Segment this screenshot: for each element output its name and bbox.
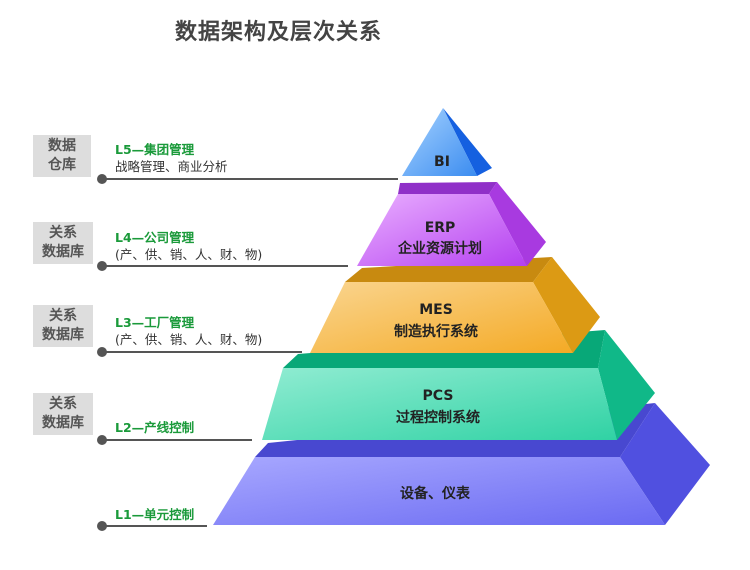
level-label-l4: L4—公司管理 (产、供、销、人、财、物) — [115, 229, 262, 263]
layer-desc: 制造执行系统 — [394, 323, 478, 340]
badge-text: 数据库 — [42, 415, 84, 431]
layer-desc: 过程控制系统 — [396, 409, 480, 426]
level-heading: L1—单元控制 — [115, 507, 195, 522]
layer-desc: 企业资源计划 — [397, 240, 482, 257]
badge-text: 数据库 — [42, 244, 84, 260]
connector-line — [102, 351, 302, 353]
pyramid-layer-bi: BI — [402, 108, 492, 176]
storage-badge-relational: 关系数据库 — [33, 305, 93, 347]
badge-text: 数据库 — [42, 327, 84, 343]
level-label-l2: L2—产线控制 — [115, 419, 194, 436]
level-sub: (产、供、销、人、财、物) — [115, 332, 263, 347]
badge-text: 关系 — [49, 396, 77, 412]
storage-badge-relational: 关系数据库 — [33, 222, 93, 264]
page-title: 数据架构及层次关系 — [175, 20, 383, 45]
layer-name: ERP — [425, 220, 456, 236]
level-label-l1: L1—单元控制 — [115, 506, 194, 523]
layer-name: 设备、仪表 — [400, 485, 471, 502]
connector-line — [102, 178, 398, 180]
level-sub: (产、供、销、人、财、物) — [115, 247, 263, 262]
badge-text: 关系 — [49, 225, 77, 241]
level-sub: 战略管理、商业分析 — [115, 159, 228, 174]
level-heading: L5—集团管理 — [115, 142, 195, 157]
connector-line — [102, 439, 252, 441]
storage-badge-relational: 关系数据库 — [33, 393, 93, 435]
storage-badge-warehouse: 数据仓库 — [33, 135, 91, 177]
badge-text: 数据 — [48, 138, 76, 154]
level-heading: L4—公司管理 — [115, 230, 195, 245]
badge-text: 仓库 — [48, 157, 76, 173]
level-heading: L3—工厂管理 — [115, 315, 195, 330]
layer-name: BI — [434, 154, 450, 170]
connector-line — [102, 525, 207, 527]
level-heading: L2—产线控制 — [115, 420, 195, 435]
level-label-l3: L3—工厂管理 (产、供、销、人、财、物) — [115, 314, 262, 348]
layer-name: MES — [419, 302, 453, 318]
level-label-l5: L5—集团管理战略管理、商业分析 — [115, 141, 228, 175]
connector-line — [102, 265, 348, 267]
badge-text: 关系 — [49, 308, 77, 324]
layer-name: PCS — [423, 388, 454, 404]
pyramid-layer-mes: MES 制造执行系统 — [310, 257, 600, 353]
pyramid-layer-erp: ERP 企业资源计划 — [357, 182, 546, 266]
